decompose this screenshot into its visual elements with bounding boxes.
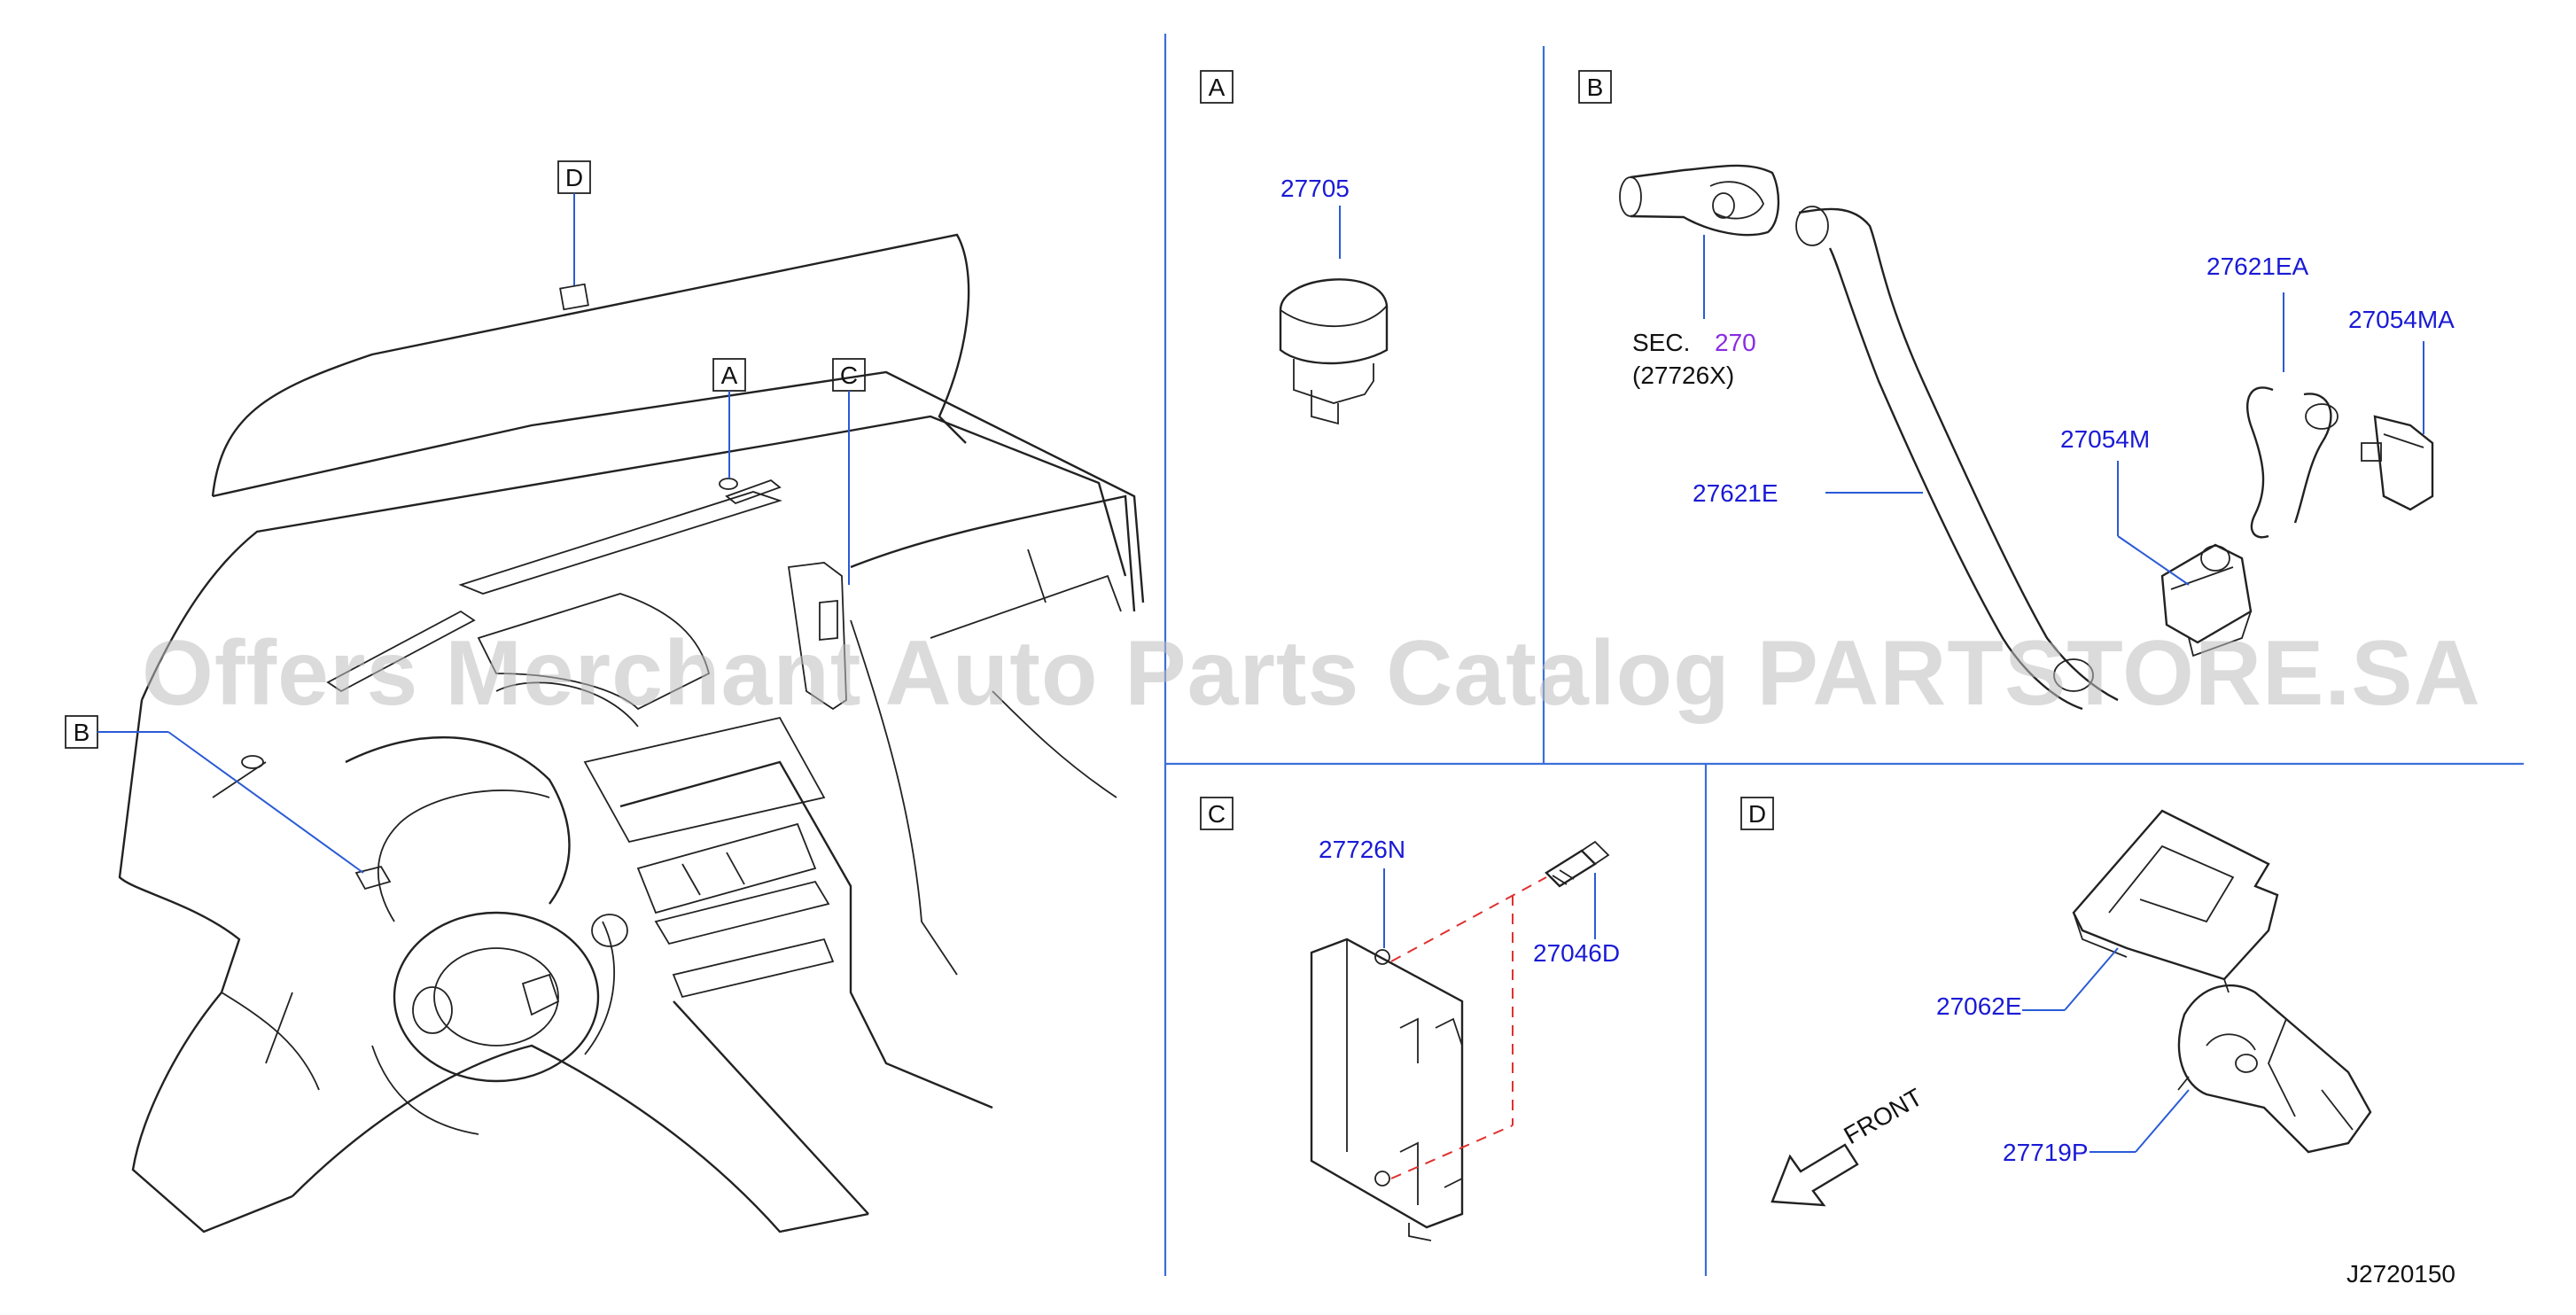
part-27726n-label: 27726N <box>1319 836 1405 863</box>
sec-ref-label: (27726X) <box>1632 362 1734 389</box>
hose-27621ea <box>2246 386 2339 539</box>
panel-b-letter: B <box>1587 74 1604 101</box>
panel-c-letter: C <box>1208 800 1226 828</box>
bracket-27062e <box>2072 809 2279 993</box>
callout-d-letter: D <box>565 164 583 191</box>
callout-a-letter: A <box>721 362 738 389</box>
part-27054ma-label: 27054MA <box>2348 306 2455 333</box>
connector-27054m <box>2160 543 2253 658</box>
aspirator-connector <box>1619 164 1780 237</box>
dashed-guide-upper <box>1390 876 1547 962</box>
panel-d: D 27062E 27719P FRONT <box>1740 797 2372 1207</box>
callout-d: D <box>557 160 591 285</box>
diagram-code: J2720150 <box>2346 1260 2455 1288</box>
hose-27621e <box>1795 206 2119 711</box>
panel-dividers <box>1163 34 2524 1276</box>
part-27705-label: 27705 <box>1280 175 1350 202</box>
front-label: FRONT <box>1840 1083 1927 1149</box>
panel-a: A 27705 <box>1200 70 1389 425</box>
watermark-text: Offers Merchant Auto Parts Catalog PARTS… <box>142 622 2481 725</box>
callout-c: C <box>832 358 866 585</box>
dashed-guide-lower <box>1390 1124 1514 1179</box>
front-arrow <box>1771 1143 1859 1207</box>
part-27046d-label: 27046D <box>1533 939 1620 967</box>
part-27062e-label: 27062E <box>1936 992 2022 1020</box>
callout-b-letter: B <box>74 719 90 746</box>
part-27621e-label: 27621E <box>1693 479 1778 507</box>
sec-prefix-label: SEC. <box>1632 329 1690 356</box>
sec-number-label: 270 <box>1715 329 1756 356</box>
panel-a-letter: A <box>1209 74 1226 101</box>
connector-27054ma <box>2361 415 2434 511</box>
callout-b: B <box>65 715 364 874</box>
callout-c-letter: C <box>840 362 858 389</box>
dashboard-illustration <box>118 233 1145 1233</box>
sensor-27719p <box>2177 984 2372 1154</box>
part-27054m-label: 27054M <box>2060 425 2150 453</box>
panel-d-letter: D <box>1748 800 1766 828</box>
module-27726n <box>1310 938 1464 1241</box>
part-27719p-label: 27719P <box>2003 1139 2089 1166</box>
sensor-27705 <box>1279 278 1389 425</box>
callout-a: A <box>712 358 746 479</box>
panel-b: B SEC. 270 (27726X) 27621E 27054M <box>1578 70 2455 711</box>
panel-c: C 27726N 27046D <box>1200 797 1620 1241</box>
part-27621ea-label: 27621EA <box>2206 253 2309 280</box>
bolt-27046d <box>1545 840 1610 888</box>
